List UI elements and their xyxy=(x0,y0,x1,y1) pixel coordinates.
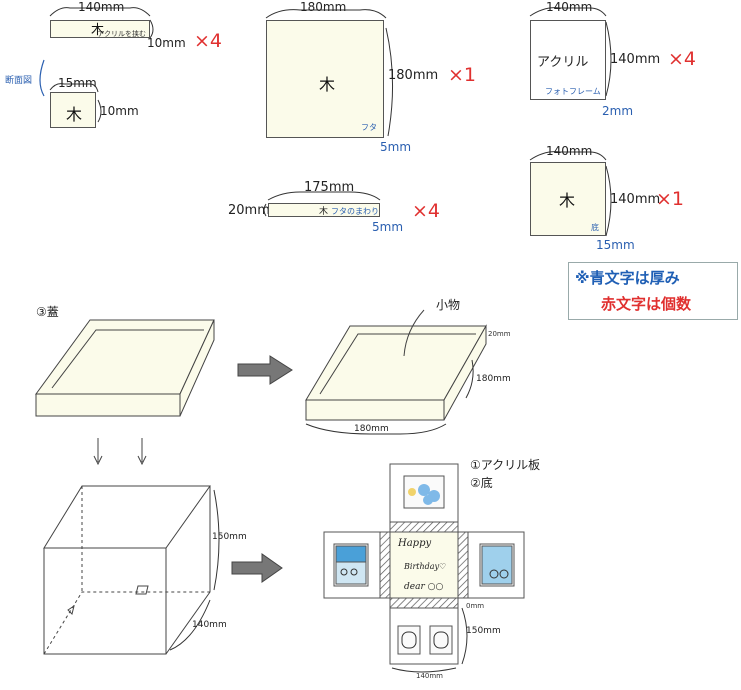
net-dim-width: 140mm xyxy=(416,672,443,680)
part2-thickness: 5mm xyxy=(380,140,412,154)
net-dim-height: 150mm xyxy=(466,626,501,636)
part4-height-label: 20mm xyxy=(228,203,270,218)
down-arrows xyxy=(93,438,147,466)
part2-board: 木 フタ xyxy=(266,20,384,138)
part1-note: アクリルを挟む xyxy=(97,30,146,38)
part3-acrylic: アクリル フォトフレーム xyxy=(530,20,606,100)
part2-height-arc xyxy=(385,27,394,137)
part3-height-arc xyxy=(605,21,612,97)
net-label-bottom: ②底 xyxy=(470,476,493,490)
part4-width-arc xyxy=(267,191,381,201)
section-title: 断面図 xyxy=(5,76,33,86)
part5-board: 木 底 xyxy=(530,162,606,236)
net-message-line2: Birthday♡ xyxy=(404,562,447,571)
part2-height-label: 180mm xyxy=(388,68,439,83)
part5-width-arc xyxy=(529,151,607,161)
part2-note: フタ xyxy=(361,123,377,132)
people-drawing xyxy=(340,568,509,649)
part1-count: ×4 xyxy=(194,30,223,52)
cube-arrow xyxy=(231,553,283,583)
part5-height-arc xyxy=(605,165,612,237)
section-width-arc xyxy=(49,83,99,93)
part5-height-label: 140mm xyxy=(610,192,661,207)
net-width-arc xyxy=(391,667,457,673)
cube-height-arc xyxy=(213,489,220,591)
lid-width-arc xyxy=(305,423,447,435)
legend-blue-text: ※青文字は厚み xyxy=(575,269,680,287)
part4-board: 木 フタのまわり xyxy=(268,203,380,217)
part3-width-arc xyxy=(529,7,607,17)
lid-handle-label: 小物 xyxy=(436,298,461,312)
part3-width-label: 140mm xyxy=(546,0,593,14)
part4-width-label: 175mm xyxy=(304,180,355,195)
part5-note: 底 xyxy=(591,223,599,232)
section-height-arc xyxy=(97,99,102,123)
part3-note: フォトフレーム xyxy=(545,87,601,96)
part3-material: アクリル xyxy=(537,55,589,70)
lid-handle-pointer xyxy=(403,309,425,357)
legend-red-text: 赤文字は個数 xyxy=(601,295,692,313)
part3-height-label: 140mm xyxy=(610,52,661,67)
part3-count: ×4 xyxy=(668,48,697,70)
part5-count: ×1 xyxy=(656,188,685,210)
cube-height-label: 150mm xyxy=(212,532,247,542)
lid-step-label: ③蓋 xyxy=(36,305,59,319)
part3-thickness: 2mm xyxy=(602,104,634,118)
net-message-line1: Happy xyxy=(398,538,432,549)
section-height-label: 10mm xyxy=(100,104,139,118)
net-height-arc xyxy=(461,607,468,665)
color-legend: ※青文字は厚み 赤文字は個数 xyxy=(568,262,738,320)
part1-width-label: 140mm xyxy=(78,0,125,14)
net-dim-small: 0mm xyxy=(466,602,485,610)
cube-depth-label: 140mm xyxy=(192,620,227,630)
part1-width-arc xyxy=(49,7,151,17)
part4-thickness: 5mm xyxy=(372,220,404,234)
part2-width-label: 180mm xyxy=(300,0,347,14)
part4-note: フタのまわり xyxy=(331,207,379,216)
part2-width-arc xyxy=(265,9,387,19)
section-board: 木 xyxy=(50,92,96,128)
part5-thickness: 15mm xyxy=(596,238,635,252)
part2-material: 木 xyxy=(319,75,336,94)
net-message-line3: dear ○○ xyxy=(404,582,444,592)
part4-height-arc xyxy=(263,203,267,217)
part1-height-arc xyxy=(149,19,154,39)
flower-drawing xyxy=(408,484,440,505)
lid-width-label: 180mm xyxy=(354,424,389,434)
lid-depth-label: 180mm xyxy=(476,374,511,384)
net-drawing xyxy=(323,463,525,665)
lid-arrow xyxy=(237,355,293,385)
part1-board: 木 アクリルを挟む xyxy=(50,20,150,38)
cube-depth-arc xyxy=(169,599,211,651)
part5-material: 木 xyxy=(559,191,576,210)
section-material: 木 xyxy=(66,105,83,124)
part4-material: 木 xyxy=(319,207,329,217)
lid-depth-arc xyxy=(465,359,474,399)
part4-count: ×4 xyxy=(412,200,441,222)
lid-height-label: 20mm xyxy=(488,330,511,338)
part1-height-label: 10mm xyxy=(147,36,186,50)
net-label-acrylic: ①アクリル板 xyxy=(470,458,541,472)
part1-material: 木 xyxy=(91,23,105,38)
part2-count: ×1 xyxy=(448,64,477,86)
section-width-label: 15mm xyxy=(58,76,97,90)
lid-drawing-right xyxy=(305,324,487,421)
section-pointer-arc xyxy=(39,59,45,97)
part5-width-label: 140mm xyxy=(546,144,593,158)
lid-drawing-left xyxy=(35,319,215,417)
cube-drawing xyxy=(43,485,211,655)
